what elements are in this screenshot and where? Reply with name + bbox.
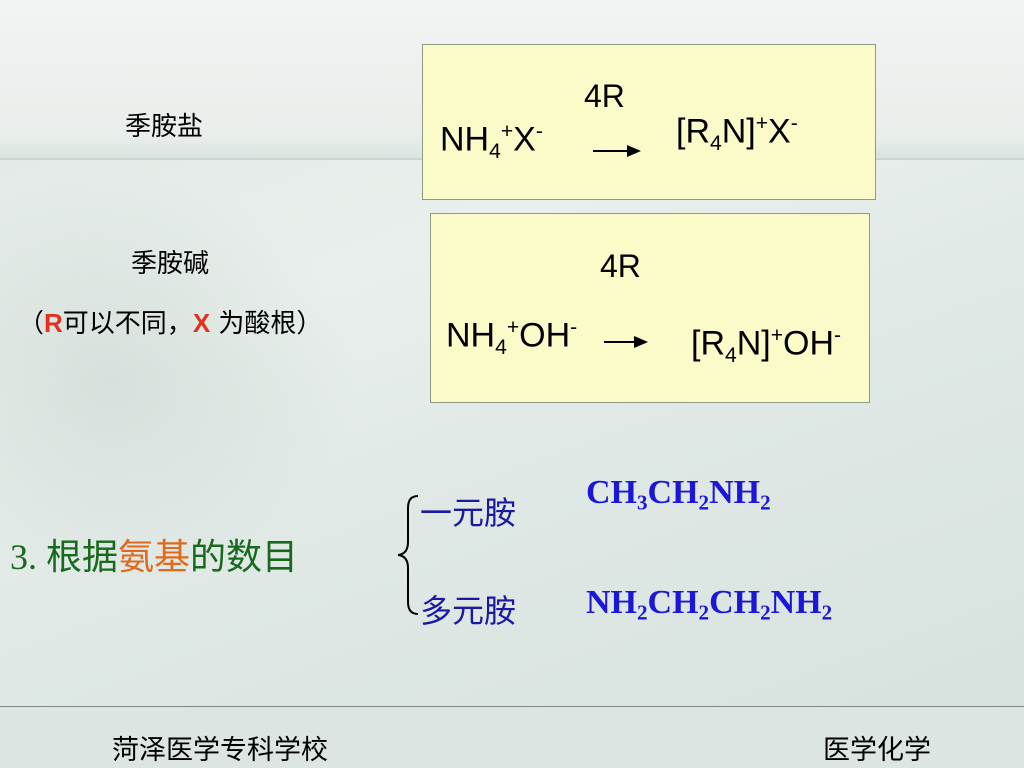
footer-school: 菏泽医学专科学校 bbox=[112, 735, 328, 766]
formula-ethylenediamine: NH2CH2CH2NH2 bbox=[586, 584, 832, 625]
poly-s4: 2 bbox=[821, 600, 833, 625]
r1-right-anion: X bbox=[768, 112, 791, 151]
r2-left-sub: 4 bbox=[495, 336, 507, 360]
classification-heading: 3. 根据氨基的数目 bbox=[10, 528, 298, 580]
r1-left-anion: X bbox=[513, 120, 536, 159]
poly-p4: NH bbox=[770, 584, 822, 621]
r1-left-anion-sup: - bbox=[535, 120, 543, 143]
label-note: （R可以不同，X 为酸根） bbox=[18, 303, 322, 340]
mono-p3: NH bbox=[709, 474, 761, 511]
footer-divider bbox=[0, 706, 1024, 707]
r1-left-main: NH bbox=[440, 120, 490, 159]
label-quat-base: 季胺碱 bbox=[131, 249, 210, 279]
r1-right-anion-sup: - bbox=[790, 112, 798, 135]
note-r: R bbox=[44, 308, 63, 338]
reaction-box-base bbox=[430, 213, 870, 403]
reaction2-product: [R4N]+OH- bbox=[691, 324, 841, 368]
r1-left-sub: 4 bbox=[489, 140, 501, 164]
r1-right-sub: 4 bbox=[710, 132, 722, 156]
note-open: （ bbox=[18, 309, 45, 339]
reaction2-reactant: NH4+OH- bbox=[446, 316, 577, 360]
footer-course: 医学化学 bbox=[823, 735, 931, 766]
curly-brace-icon bbox=[397, 495, 419, 615]
mono-s1: 3 bbox=[637, 490, 648, 515]
footer-background bbox=[0, 707, 1024, 768]
r2-left-anion-sup: - bbox=[570, 316, 578, 339]
heading-suffix: 的数目 bbox=[190, 537, 299, 578]
reaction1-arrow bbox=[593, 145, 641, 157]
label-quat-salt: 季胺盐 bbox=[125, 112, 204, 142]
r2-right-open: [R bbox=[691, 324, 725, 363]
reaction1-reagent: 4R bbox=[584, 78, 625, 114]
r2-left-main: NH bbox=[446, 316, 496, 355]
formula-ethylamine: CH3CH2NH2 bbox=[586, 474, 771, 515]
mono-s2: 2 bbox=[698, 490, 710, 515]
reaction2-reagent: 4R bbox=[600, 248, 641, 284]
poly-s2: 2 bbox=[698, 600, 710, 625]
poly-p1: NH bbox=[586, 584, 637, 621]
r1-right-open: [R bbox=[676, 112, 710, 151]
r2-left-sup: + bbox=[506, 316, 520, 339]
poly-s3: 2 bbox=[760, 600, 771, 625]
r2-right-close: N] bbox=[736, 324, 771, 363]
poly-s1: 2 bbox=[637, 600, 648, 625]
r2-right-sup: + bbox=[770, 324, 784, 347]
mono-p2: CH bbox=[647, 474, 699, 511]
poly-p2: CH bbox=[647, 584, 699, 621]
r1-left-sup: + bbox=[500, 120, 514, 143]
r2-right-sub: 4 bbox=[725, 344, 737, 368]
r1-right-sup: + bbox=[755, 112, 769, 135]
r2-left-anion: OH bbox=[519, 316, 571, 355]
poly-p3: CH bbox=[709, 584, 761, 621]
heading-highlight: 氨基 bbox=[118, 537, 191, 578]
heading-number: 3. bbox=[10, 537, 46, 577]
heading-prefix: 根据 bbox=[46, 537, 119, 578]
reaction-box-salt bbox=[422, 44, 876, 200]
background-decoration bbox=[0, 170, 360, 590]
reaction1-reactant: NH4+X- bbox=[440, 120, 543, 164]
r1-right-close: N] bbox=[721, 112, 756, 151]
note-x: X bbox=[192, 308, 211, 338]
note-end: 为酸根） bbox=[210, 309, 323, 339]
mono-s3: 2 bbox=[760, 490, 771, 515]
label-poly-amine: 多元胺 bbox=[420, 592, 517, 630]
label-mono-amine: 一元胺 bbox=[420, 494, 517, 532]
mono-p1: CH bbox=[586, 474, 637, 511]
note-mid: 可以不同， bbox=[62, 309, 193, 339]
reaction1-product: [R4N]+X- bbox=[676, 112, 798, 156]
reaction2-arrow bbox=[604, 336, 648, 348]
r2-right-anion: OH bbox=[783, 324, 835, 363]
r2-right-anion-sup: - bbox=[834, 324, 842, 347]
